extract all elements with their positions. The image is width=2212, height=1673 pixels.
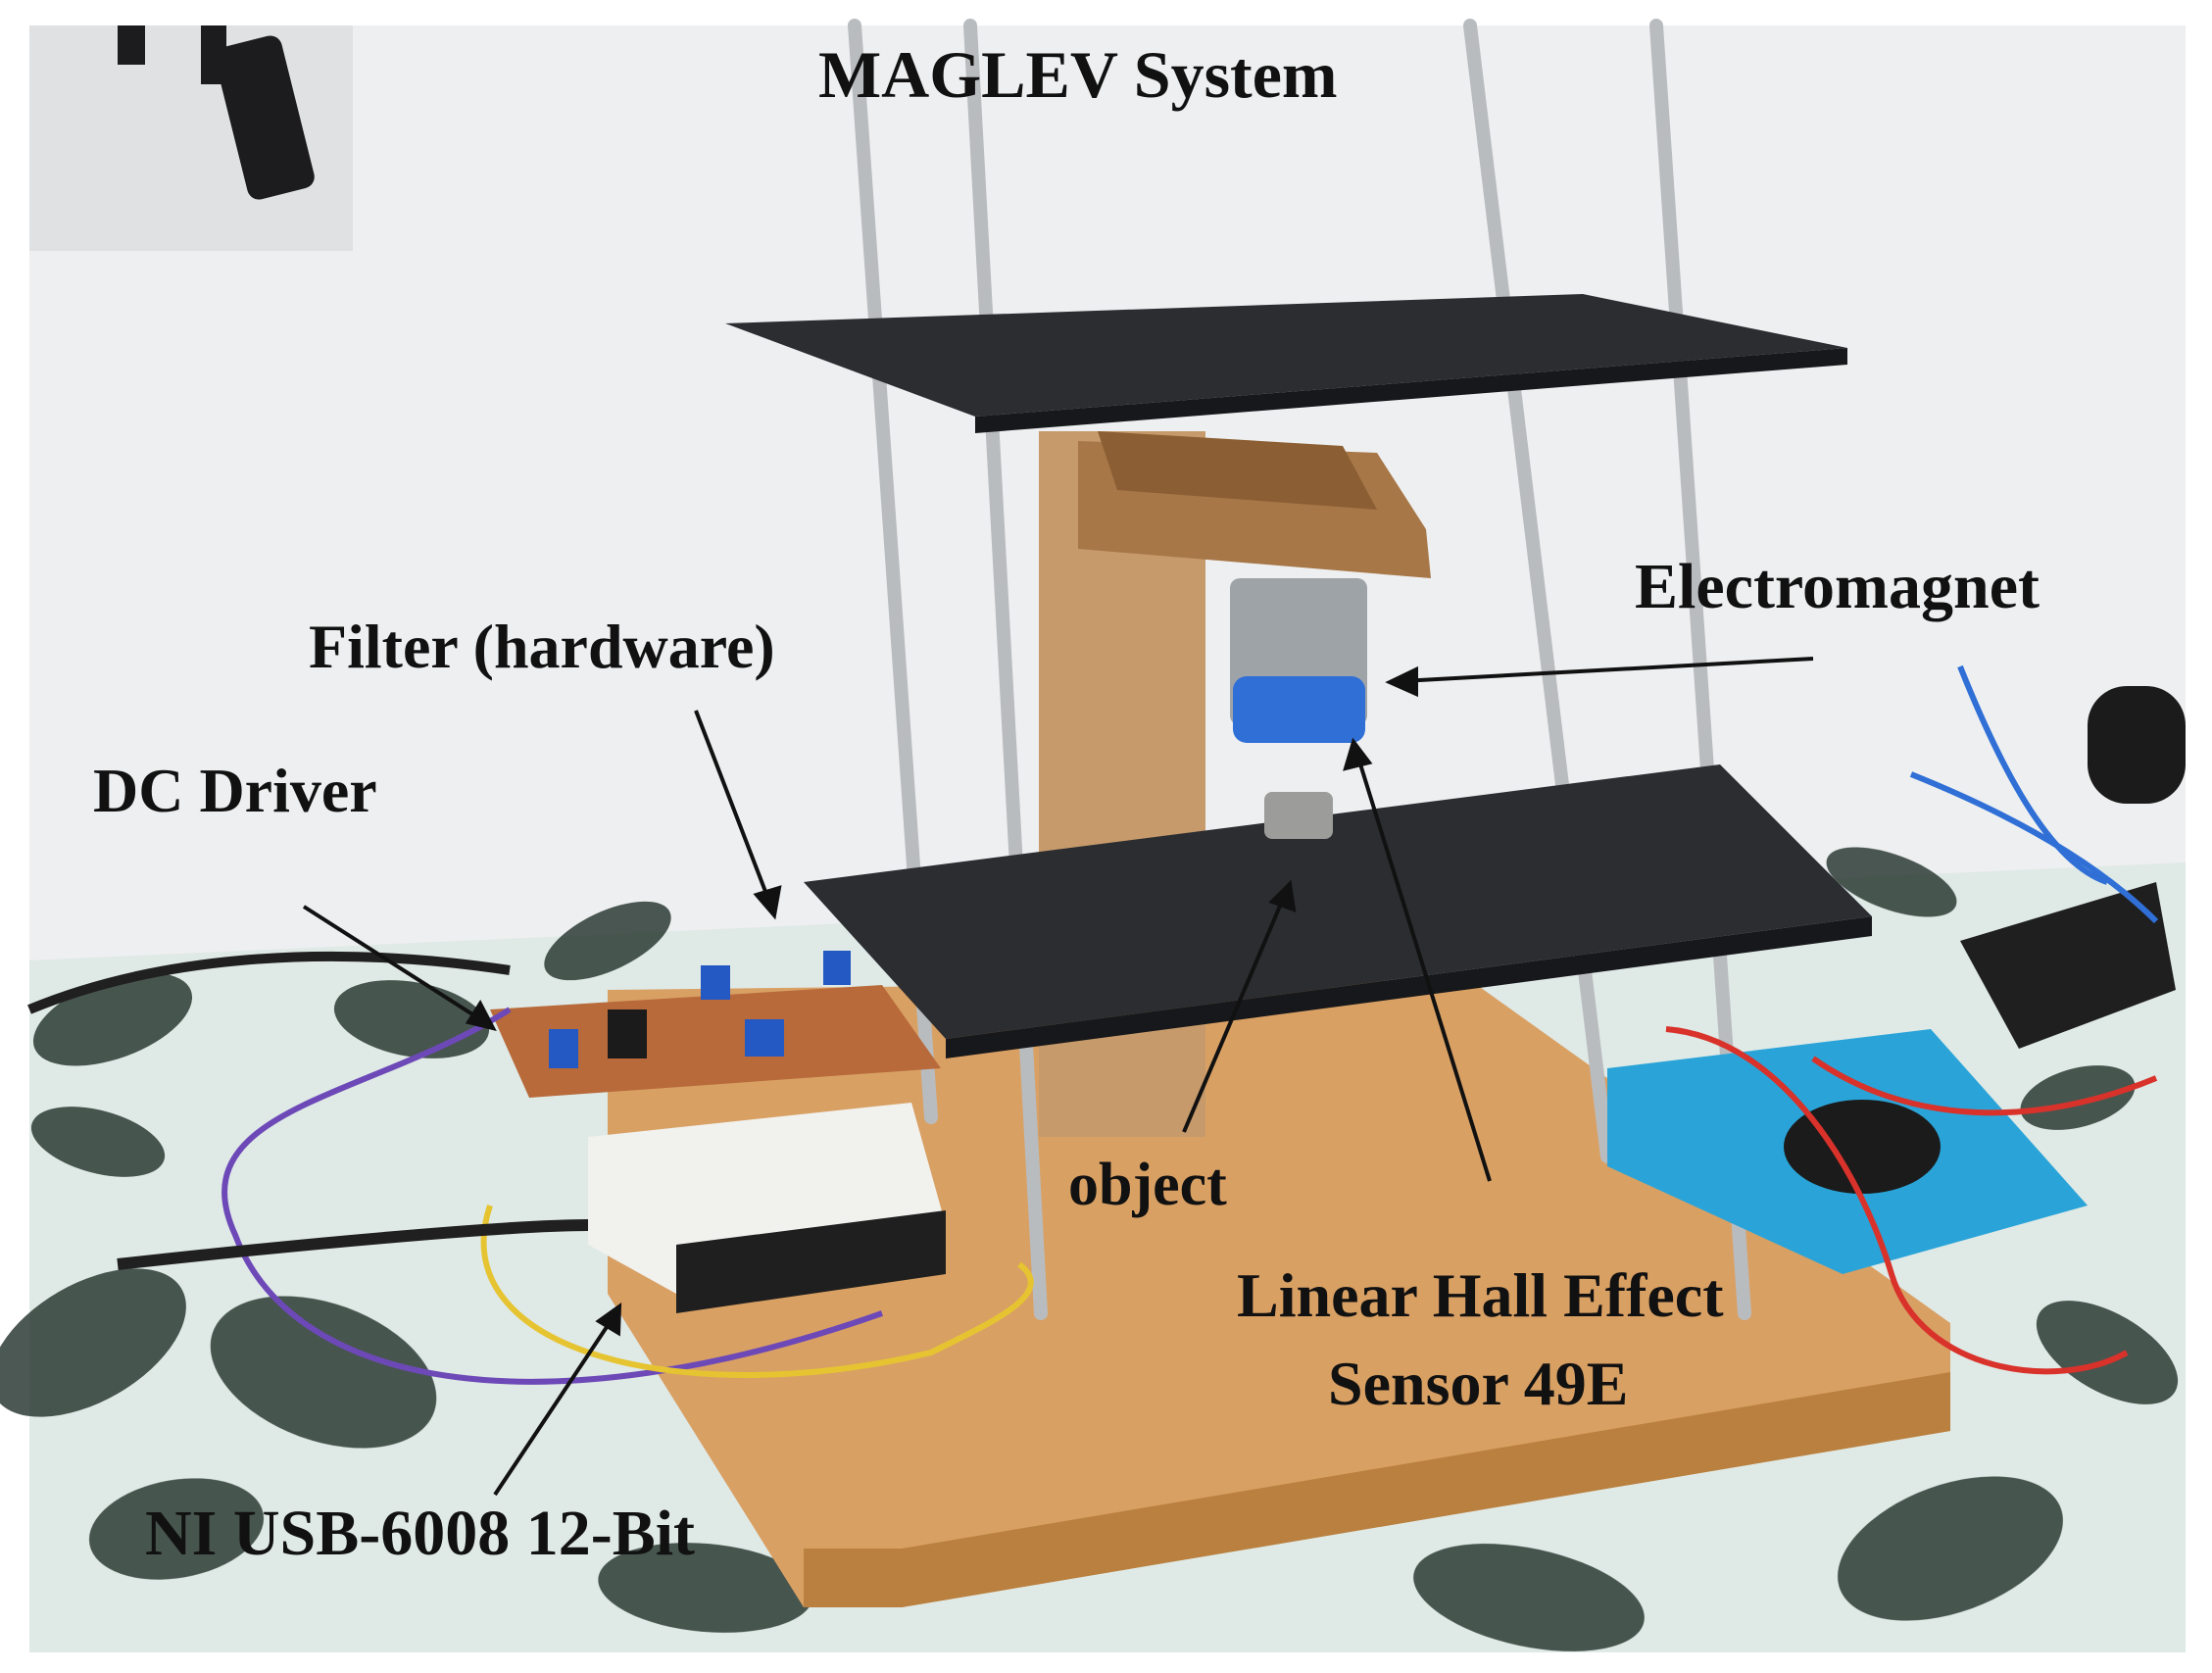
electromagnet-cap: [1233, 676, 1365, 743]
multimeter-dial: [1784, 1100, 1941, 1194]
arrow-dc-driver: [302, 905, 482, 1021]
arrow-electromagnet: [1401, 657, 1814, 683]
daq-terminals: [676, 1210, 946, 1313]
label-electromagnet: Electromagnet: [1635, 551, 2040, 622]
figure-title: MAGLEV System: [818, 37, 1338, 112]
base-board-edge: [804, 1372, 1950, 1607]
label-object: object: [1068, 1152, 1227, 1218]
annotation-arrows: [302, 657, 1814, 1497]
ic-chip: [608, 1009, 647, 1058]
levitated-object: [1264, 792, 1333, 839]
arrow-daq: [493, 1316, 614, 1497]
camera-stand: [118, 25, 315, 200]
middle-plate: [804, 764, 1872, 1039]
tape-roll: [2088, 686, 2186, 804]
wires: [27, 664, 2159, 1385]
label-filter: Filter (hardware): [309, 612, 775, 681]
middle-plate-edge: [946, 916, 1872, 1058]
label-hall-sensor-line1: Linear Hall Effect: [1237, 1260, 1724, 1330]
arrow-object: [1182, 896, 1286, 1133]
top-plate: [725, 294, 1847, 417]
label-dc-driver: DC Driver: [93, 756, 377, 825]
top-plate-edge: [975, 348, 1847, 433]
power-adapter: [1960, 882, 2176, 1049]
label-hall-sensor-line2: Sensor 49E: [1328, 1349, 1629, 1418]
wood-arm-top: [1098, 431, 1377, 510]
arrow-hall-sensor: [1355, 754, 1492, 1182]
label-daq: NI USB-6008 12-Bit: [145, 1498, 696, 1569]
arrow-filter: [694, 710, 771, 903]
pcb-board: [490, 985, 941, 1098]
terminal-blocks: [549, 951, 851, 1068]
